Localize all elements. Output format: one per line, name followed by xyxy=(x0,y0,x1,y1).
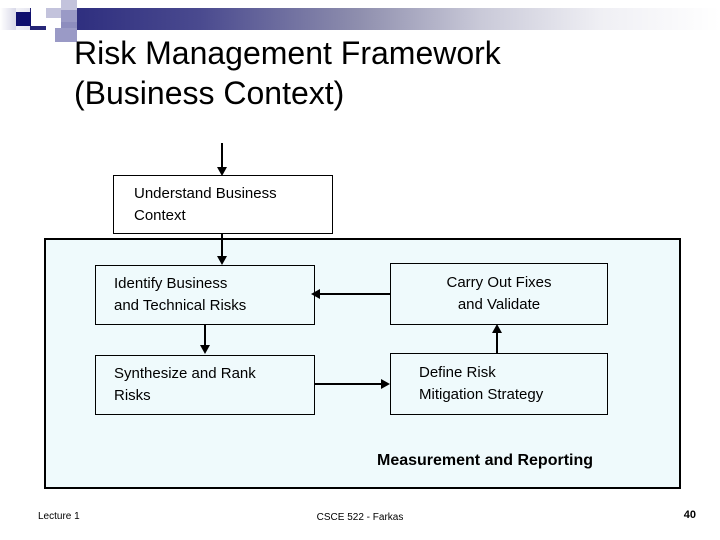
node-identify-label: Identify Business and Technical Risks xyxy=(96,273,314,317)
node-understand-label: Understand Business Context xyxy=(114,183,332,227)
node-understand-business-context[interactable]: Understand Business Context xyxy=(113,175,333,234)
deco-square-13 xyxy=(77,30,95,42)
arrowhead-define-to-carry xyxy=(492,324,502,333)
node-identify-business-and-technical-risks[interactable]: Identify Business and Technical Risks xyxy=(95,265,315,325)
connector-top-to-understand xyxy=(221,143,223,169)
connector-carry-to-identify xyxy=(318,293,390,295)
node-define-label: Define Risk Mitigation Strategy xyxy=(391,362,607,406)
node-identify-line-1: Identify Business xyxy=(114,275,228,292)
deco-square-11 xyxy=(55,28,77,42)
node-carry-line-2: and Validate xyxy=(457,296,541,313)
deco-square-10 xyxy=(61,22,77,32)
business-context-container xyxy=(44,238,681,489)
node-synthesize-label: Synthesize and Rank Risks xyxy=(96,363,314,407)
node-carry-label: Carry Out Fixes and Validate xyxy=(391,272,607,316)
slide-title: Risk Management Framework (Business Cont… xyxy=(74,33,674,113)
deco-square-12 xyxy=(77,0,95,8)
connector-understand-to-identify xyxy=(221,234,223,257)
measurement-and-reporting-caption: Measurement and Reporting xyxy=(376,452,594,469)
deco-square-2 xyxy=(16,12,31,26)
node-define-line-2: Mitigation Strategy xyxy=(419,386,544,403)
arrowhead-top-to-understand xyxy=(217,167,227,176)
node-understand-line-1: Understand Business xyxy=(134,184,277,202)
slide-title-line-1: Risk Management Framework xyxy=(74,35,501,71)
node-carry-line-1: Carry Out Fixes xyxy=(446,274,552,291)
arrowhead-understand-to-identify xyxy=(217,256,227,265)
arrowhead-identify-to-synthesize xyxy=(200,345,210,354)
node-identify-line-2: and Technical Risks xyxy=(114,297,247,314)
connector-define-to-carry xyxy=(496,332,498,354)
footer-page-number: 40 xyxy=(683,509,696,521)
deco-square-8 xyxy=(61,10,77,22)
deco-square-5 xyxy=(46,8,61,18)
deco-square-6 xyxy=(46,18,61,30)
connector-synthesize-to-define xyxy=(315,383,383,385)
deco-square-3 xyxy=(31,0,46,12)
node-define-line-1: Define Risk xyxy=(419,364,496,381)
footer-lecture-label: Lecture 1 xyxy=(38,511,80,522)
footer-course-label: CSCE 522 - Farkas xyxy=(316,512,404,523)
node-understand-line-2: Context xyxy=(134,206,186,224)
node-synthesize-line-2: Risks xyxy=(114,387,151,404)
node-define-risk-mitigation-strategy[interactable]: Define Risk Mitigation Strategy xyxy=(390,353,608,415)
slide-title-line-2: (Business Context) xyxy=(74,75,345,111)
deco-square-7 xyxy=(61,0,77,10)
node-carry-out-fixes-and-validate[interactable]: Carry Out Fixes and Validate xyxy=(390,263,608,325)
arrowhead-synthesize-to-define xyxy=(381,379,390,389)
connector-identify-to-synthesize xyxy=(204,325,206,347)
deco-square-9 xyxy=(46,30,61,40)
header-gradient-band xyxy=(0,8,720,30)
deco-square-4 xyxy=(31,12,46,26)
node-synthesize-and-rank-risks[interactable]: Synthesize and Rank Risks xyxy=(95,355,315,415)
node-synthesize-line-1: Synthesize and Rank xyxy=(114,365,256,382)
arrowhead-carry-to-identify xyxy=(311,289,320,299)
deco-square-1 xyxy=(0,8,16,30)
